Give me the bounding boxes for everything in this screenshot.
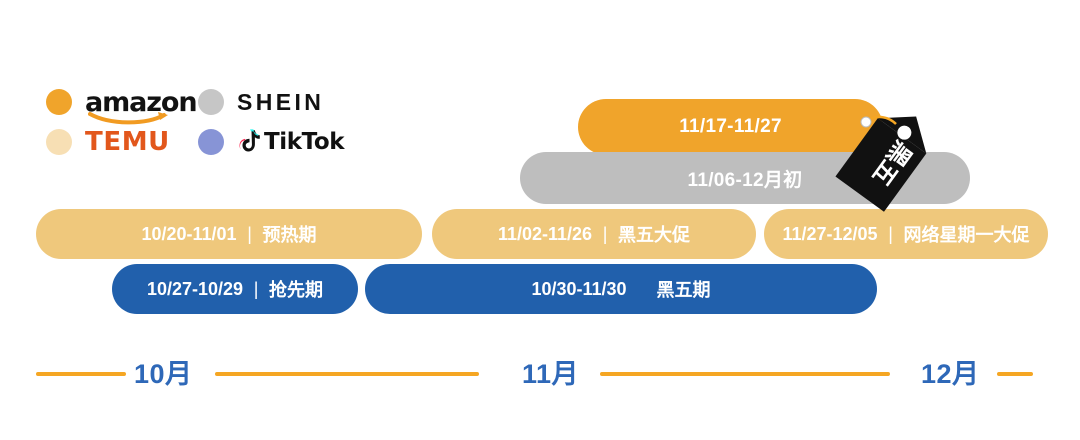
axis-line-segment	[215, 372, 479, 376]
bar-label-temu-warmup: 预热期	[262, 225, 317, 245]
amazon-smile-icon	[88, 111, 170, 125]
legend-row-top: amazon SHEIN	[46, 82, 366, 124]
bar-separator: |	[247, 223, 252, 244]
tiktok-color-dot-icon	[198, 129, 224, 155]
legend-label-amazon: amazon	[85, 86, 198, 118]
bar-range-shein: 11/06-12月初	[687, 169, 803, 191]
brand-legend: amazon SHEIN	[46, 82, 366, 162]
temu-color-dot-icon	[46, 129, 72, 155]
axis-label-november: 11月	[522, 359, 580, 389]
timeline-bar-temu-bigsale[interactable]: 11/02-11/26 | 黑五大促	[432, 209, 756, 259]
timeline-bar-amazon[interactable]: 11/17-11/27	[578, 99, 883, 155]
bar-label-tiktok-early: 抢先期	[269, 280, 324, 300]
axis-label-december: 12月	[921, 359, 980, 389]
bar-label-temu-cybermonday: 网络星期一大促	[903, 225, 1030, 245]
bar-separator: |	[888, 223, 893, 244]
bar-range-tiktok-early: 10/27-10/29	[146, 278, 244, 299]
bar-separator: |	[253, 278, 259, 299]
legend-label-tiktok: TikTok	[264, 128, 345, 155]
bar-range-tiktok-bf: 10/30-11/30	[531, 278, 627, 299]
amazon-color-dot-icon	[46, 89, 72, 115]
timeline-bar-tiktok-bf[interactable]: 10/30-11/30 黑五期	[365, 264, 877, 314]
legend-item-shein: SHEIN	[198, 89, 324, 115]
axis-line-segment	[600, 372, 890, 376]
black-friday-price-tag-icon: 黑五	[835, 112, 938, 212]
bar-range-amazon: 11/17-11/27	[679, 116, 782, 137]
axis-line-segment	[36, 372, 126, 376]
tiktok-music-note-icon	[237, 129, 261, 155]
month-axis: 10月 11月 12月	[0, 352, 1080, 396]
shein-logo-icon: SHEIN	[237, 88, 325, 115]
legend-item-amazon: amazon	[46, 86, 198, 124]
legend-label-shein: SHEIN	[237, 88, 325, 115]
axis-label-october: 10月	[134, 359, 193, 389]
amazon-logo-icon: amazon	[85, 86, 198, 124]
legend-item-tiktok: TikTok	[198, 128, 345, 155]
legend-label-temu: TEMU	[85, 127, 170, 157]
temu-logo-icon: TEMU	[85, 129, 170, 155]
bar-label-temu-bigsale: 黑五大促	[618, 225, 691, 245]
tiktok-logo-icon: TikTok	[237, 128, 345, 155]
legend-item-temu: TEMU	[46, 129, 198, 155]
timeline-bar-temu-cybermonday[interactable]: 11/27-12/05 | 网络星期一大促	[764, 209, 1048, 259]
bar-separator: |	[602, 223, 608, 244]
bar-range-temu-cybermonday: 11/27-12/05	[782, 223, 878, 244]
bar-range-temu-bigsale: 11/02-11/26	[497, 223, 593, 244]
legend-row-bottom: TEMU TikTok	[46, 122, 366, 162]
timeline-bar-tiktok-early[interactable]: 10/27-10/29 | 抢先期	[112, 264, 358, 314]
timeline-bar-temu-warmup[interactable]: 10/20-11/01 | 预热期	[36, 209, 422, 259]
bar-label-tiktok-bf: 黑五期	[656, 280, 711, 300]
axis-line-segment	[997, 372, 1033, 376]
shein-color-dot-icon	[198, 89, 224, 115]
bar-range-temu-warmup: 10/20-11/01	[141, 223, 237, 244]
